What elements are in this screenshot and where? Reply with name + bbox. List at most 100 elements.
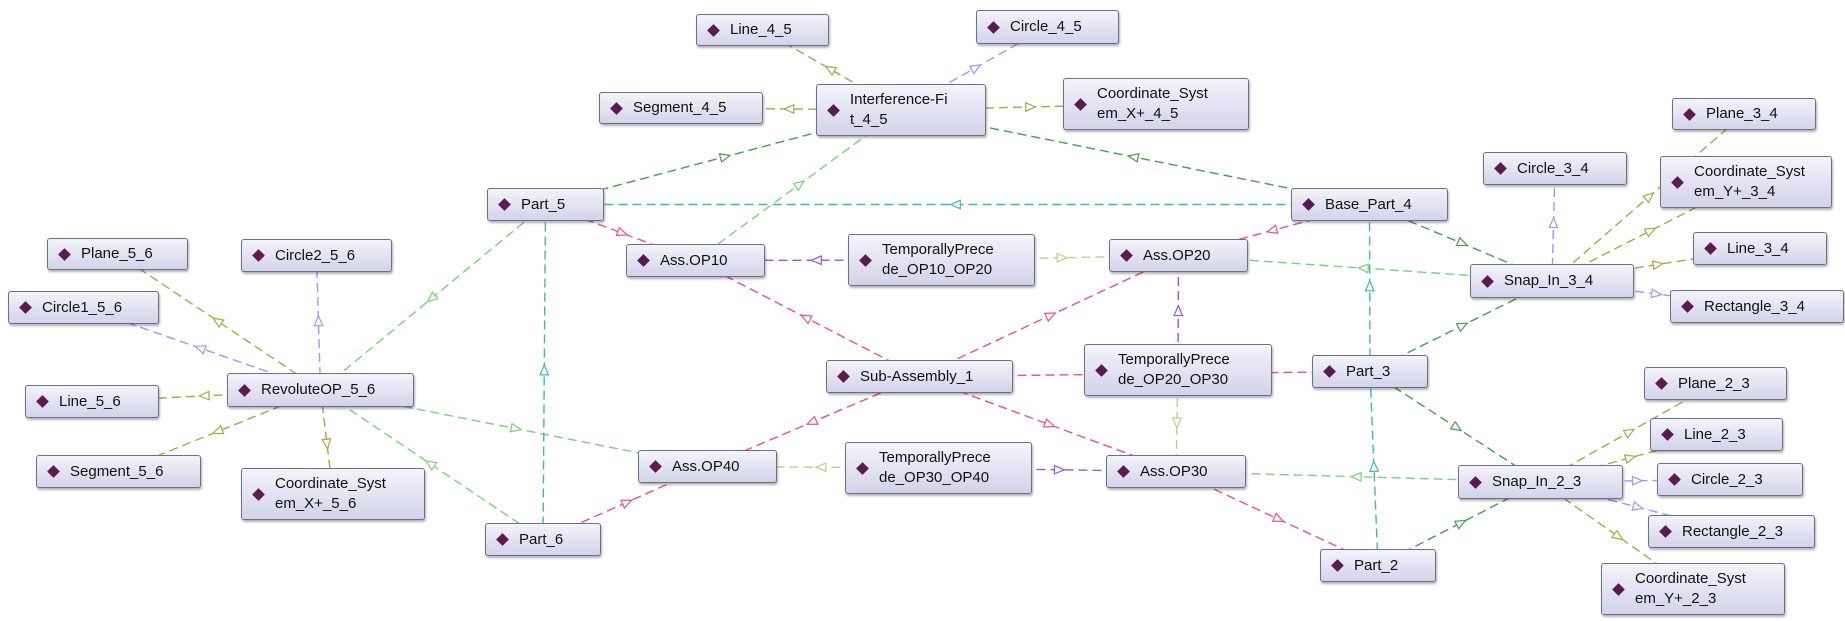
node-coordinate-system-y-2-3[interactable]: Coordinate_Syst em_Y+_2_3: [1601, 563, 1785, 615]
node-plane-2-3[interactable]: Plane_2_3: [1644, 367, 1787, 400]
node-label: Ass.OP40: [672, 457, 740, 475]
node-label: Rectangle_3_4: [1704, 297, 1805, 315]
individual-diamond-icon: [1683, 107, 1696, 121]
node-plane-3-4[interactable]: Plane_3_4: [1672, 98, 1816, 130]
edge-arrowhead: [211, 424, 225, 435]
node-coordinate-system-x-5-6[interactable]: Coordinate_Syst em_X+_5_6: [241, 468, 425, 520]
node-label: Ass.OP30: [1140, 462, 1208, 480]
node-ass-op10[interactable]: Ass.OP10: [626, 244, 765, 277]
node-circle-3-4[interactable]: Circle_3_4: [1483, 152, 1627, 185]
individual-diamond-icon: [1469, 475, 1482, 489]
edge-arrowhead: [1171, 417, 1183, 430]
individual-diamond-icon: [1668, 473, 1681, 486]
node-ass-op20[interactable]: Ass.OP20: [1109, 239, 1248, 272]
individual-diamond-icon: [252, 249, 265, 262]
edge-arrowhead: [193, 345, 207, 355]
individual-diamond-icon: [498, 198, 511, 211]
edge-arrowhead: [1455, 236, 1469, 247]
node-coordinate-system-y-3-4[interactable]: Coordinate_Syst em_Y+_3_4: [1660, 156, 1832, 208]
node-snap-in-2-3[interactable]: Snap_In_2_3: [1458, 465, 1623, 499]
node-rectangle-3-4[interactable]: Rectangle_3_4: [1670, 290, 1844, 323]
edge-part_2-part_3: [1369, 371, 1379, 566]
individual-diamond-icon: [1331, 559, 1344, 572]
edge-arrowhead: [1623, 454, 1637, 465]
node-part-3[interactable]: Part_3: [1312, 355, 1428, 388]
edge-arrowhead: [1455, 322, 1469, 333]
edge-arrowhead: [321, 438, 332, 451]
node-segment-5-6[interactable]: Segment_5_6: [36, 455, 201, 488]
individual-diamond-icon: [1661, 428, 1674, 441]
node-circle-4-5[interactable]: Circle_4_5: [976, 10, 1119, 44]
node-label: Line_2_3: [1684, 425, 1746, 443]
individual-diamond-icon: [856, 461, 869, 475]
edge-arrowhead: [824, 65, 838, 77]
node-line-4-5[interactable]: Line_4_5: [696, 14, 829, 46]
individual-diamond-icon: [610, 101, 623, 115]
edge-arrowhead: [1349, 471, 1362, 482]
node-snap-in-3-4[interactable]: Snap_In_3_4: [1470, 264, 1634, 298]
edge-arrowhead: [1631, 500, 1645, 511]
node-label: Ass.OP20: [1143, 246, 1211, 264]
node-label: Circle1_5_6: [42, 298, 123, 316]
individual-diamond-icon: [252, 487, 265, 501]
node-part-6[interactable]: Part_6: [485, 523, 601, 556]
node-label: Coordinate_Syst em_Y+_3_4: [1694, 163, 1805, 200]
node-label: Snap_In_3_4: [1504, 272, 1594, 289]
edge-arrowhead: [1369, 459, 1380, 473]
node-label: Coordinate_Syst em_Y+_2_3: [1635, 570, 1746, 607]
node-temporally-precede-op20-op30[interactable]: TemporallyPrece de_OP20_OP30: [1084, 344, 1272, 396]
node-part-5[interactable]: Part_5: [487, 188, 604, 221]
edge-arrowhead: [1449, 420, 1463, 432]
node-ass-op30[interactable]: Ass.OP30: [1106, 455, 1246, 488]
edge-arrowhead: [1271, 512, 1285, 523]
node-label: Part_2: [1354, 556, 1399, 574]
individual-diamond-icon: [496, 533, 509, 546]
individual-diamond-icon: [238, 383, 251, 397]
node-line-3-4[interactable]: Line_3_4: [1693, 232, 1827, 265]
edge-arrowhead: [968, 64, 982, 75]
edge-arrowhead: [1611, 529, 1624, 541]
node-circle-2-3[interactable]: Circle_2_3: [1657, 463, 1803, 496]
node-temporally-precede-op10-op20[interactable]: TemporallyPrece de_OP10_OP20: [848, 234, 1035, 286]
node-ass-op40[interactable]: Ass.OP40: [638, 450, 777, 483]
individual-diamond-icon: [1302, 198, 1315, 211]
node-part-2[interactable]: Part_2: [1320, 549, 1436, 582]
node-circle2-5-6[interactable]: Circle2_5_6: [241, 239, 392, 272]
node-label: Base_Part_4: [1325, 195, 1412, 213]
edge-arrowhead: [1056, 252, 1069, 263]
node-temporally-precede-op30-op40[interactable]: TemporallyPrece de_OP30_OP40: [845, 442, 1032, 494]
edge-arrowhead: [1651, 260, 1665, 271]
node-line-5-6[interactable]: Line_5_6: [25, 385, 159, 418]
individual-diamond-icon: [1074, 97, 1087, 111]
edge-arrowhead: [313, 314, 324, 327]
edge-arrowhead: [1043, 312, 1057, 323]
edge-arrowhead: [1453, 519, 1467, 530]
node-line-2-3[interactable]: Line_2_3: [1650, 418, 1783, 451]
individual-diamond-icon: [837, 370, 850, 383]
edge-arrowhead: [509, 422, 523, 433]
node-coordinate-system-x-4-5[interactable]: Coordinate_Syst em_X+_4_5: [1063, 78, 1249, 130]
node-circle1-5-6[interactable]: Circle1_5_6: [8, 291, 159, 324]
node-interference-fit-4-5[interactable]: Interference-Fi t_4_5: [816, 84, 986, 136]
node-base-part-4[interactable]: Base_Part_4: [1291, 188, 1448, 221]
node-label: Part_3: [1346, 362, 1391, 380]
node-segment-4-5[interactable]: Segment_4_5: [599, 92, 763, 124]
edge-arrowhead: [1364, 279, 1375, 292]
individual-diamond-icon: [1494, 162, 1507, 175]
individual-diamond-icon: [1481, 274, 1494, 288]
individual-diamond-icon: [827, 103, 840, 117]
node-rectangle-2-3[interactable]: Rectangle_2_3: [1648, 515, 1815, 548]
individual-diamond-icon: [1323, 365, 1336, 378]
node-label: Segment_4_5: [633, 99, 727, 116]
edge-revolute_op_5_6-circle2_5_6: [315, 255, 322, 391]
node-plane-5-6[interactable]: Plane_5_6: [47, 238, 188, 270]
node-label: Circle_4_5: [1010, 18, 1082, 35]
individual-diamond-icon: [859, 253, 872, 267]
node-revolute-op-5-6[interactable]: RevoluteOP_5_6: [227, 373, 414, 407]
edge-arrowhead: [809, 255, 822, 266]
node-sub-assembly-1[interactable]: Sub-Assembly_1: [826, 360, 1013, 393]
edge-arrowhead: [426, 291, 439, 303]
edge-arrowhead: [1631, 475, 1644, 486]
node-label: Coordinate_Syst em_X+_4_5: [1097, 85, 1208, 122]
node-label: Circle_2_3: [1691, 470, 1763, 488]
